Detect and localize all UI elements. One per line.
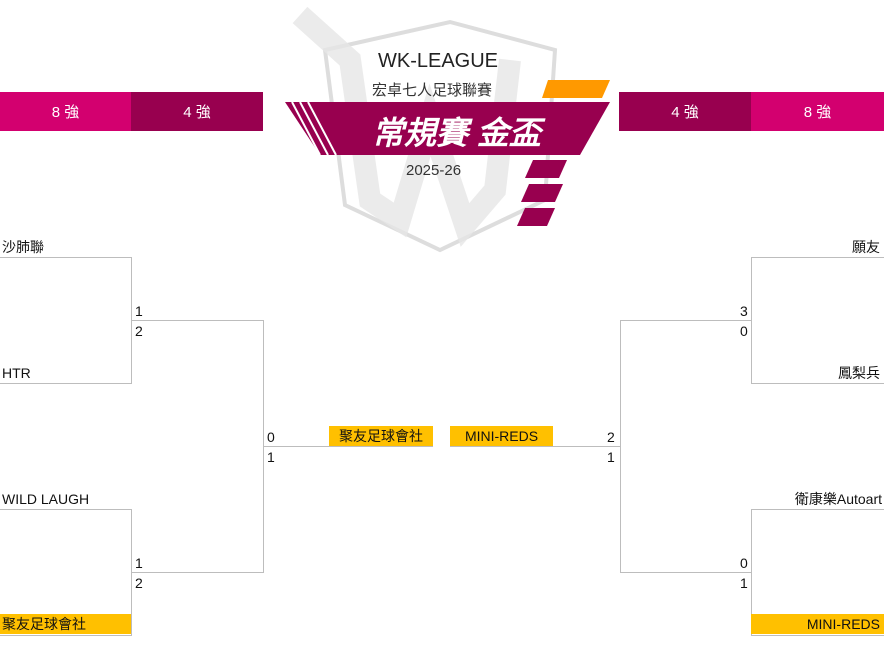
score: 3 bbox=[740, 303, 748, 319]
score: 0 bbox=[267, 429, 275, 445]
score: 1 bbox=[267, 449, 275, 465]
header-left-semifinal: 4 強 bbox=[131, 92, 263, 131]
bracket-line bbox=[751, 509, 884, 510]
team-name: 衛康樂Autoart bbox=[794, 491, 882, 507]
bracket-line bbox=[0, 509, 132, 510]
score: 1 bbox=[135, 555, 143, 571]
score: 1 bbox=[740, 575, 748, 591]
header-right-semifinal: 4 強 bbox=[619, 92, 751, 131]
bracket-line bbox=[751, 383, 884, 384]
bracket-line bbox=[263, 446, 433, 447]
finalist-right: MINI-REDS bbox=[450, 426, 553, 446]
bracket-line bbox=[620, 572, 752, 573]
team-name-winner: MINI-REDS bbox=[751, 614, 884, 634]
team-name: 願友 bbox=[852, 239, 880, 255]
bracket-line bbox=[450, 446, 621, 447]
logo-season: 2025-26 bbox=[406, 162, 462, 179]
score: 2 bbox=[135, 323, 143, 339]
bracket-line bbox=[620, 320, 752, 321]
bracket-line bbox=[751, 257, 884, 258]
header-left-round-of-8: 8 強 bbox=[0, 92, 131, 131]
team-name: 沙肺聯 bbox=[2, 239, 44, 255]
bracket-line bbox=[0, 635, 132, 636]
score: 2 bbox=[607, 429, 615, 445]
score: 2 bbox=[135, 575, 143, 591]
bracket-line bbox=[751, 635, 884, 636]
logo-subtitle: 宏卓七人足球聯賽 bbox=[372, 82, 493, 99]
shield-logo-graphic bbox=[285, 6, 610, 253]
bracket-line bbox=[0, 257, 132, 258]
team-name: 鳳梨兵 bbox=[838, 365, 880, 381]
team-name: HTR bbox=[2, 365, 31, 381]
finalist-left: 聚友足球會社 bbox=[329, 426, 433, 446]
team-name-winner: 聚友足球會社 bbox=[0, 614, 131, 634]
score: 1 bbox=[607, 449, 615, 465]
league-logo: WK-LEAGUE 宏卓七人足球聯賽 常規賽 金盃 2025-26 bbox=[280, 0, 620, 260]
score: 1 bbox=[135, 303, 143, 319]
header-right-round-of-8: 8 強 bbox=[751, 92, 884, 131]
logo-title: WK-LEAGUE bbox=[378, 50, 499, 72]
bracket-line bbox=[131, 572, 264, 573]
logo-banner: 常規賽 金盃 bbox=[372, 115, 541, 151]
bracket-line bbox=[0, 383, 132, 384]
team-name: WILD LAUGH bbox=[2, 491, 90, 507]
score: 0 bbox=[740, 555, 748, 571]
bracket-line bbox=[131, 320, 264, 321]
score: 0 bbox=[740, 323, 748, 339]
